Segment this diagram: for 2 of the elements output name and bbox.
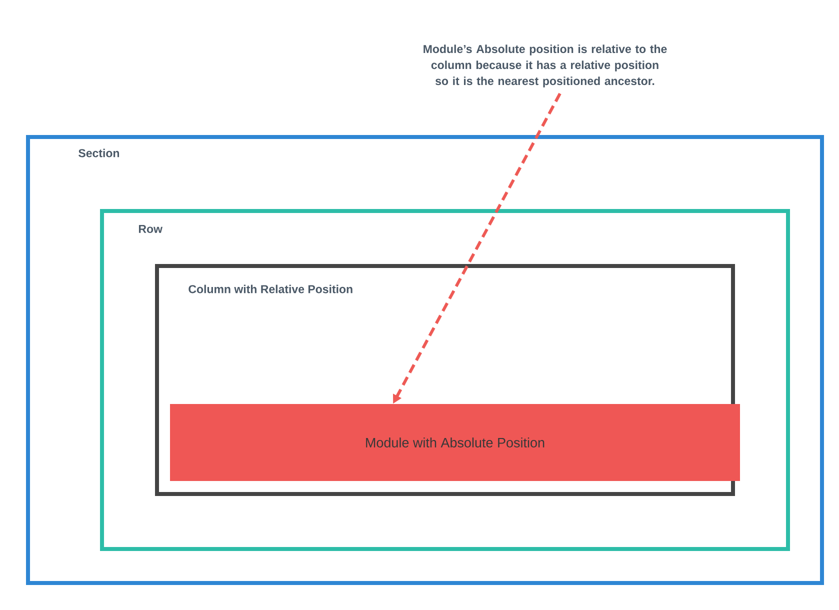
note-text: Module’s Absolute position is relative to the column because it has a relative position so it is the nearest positioned ancestor. xyxy=(424,44,667,88)
module-box: Module with Absolute Position xyxy=(170,404,740,481)
